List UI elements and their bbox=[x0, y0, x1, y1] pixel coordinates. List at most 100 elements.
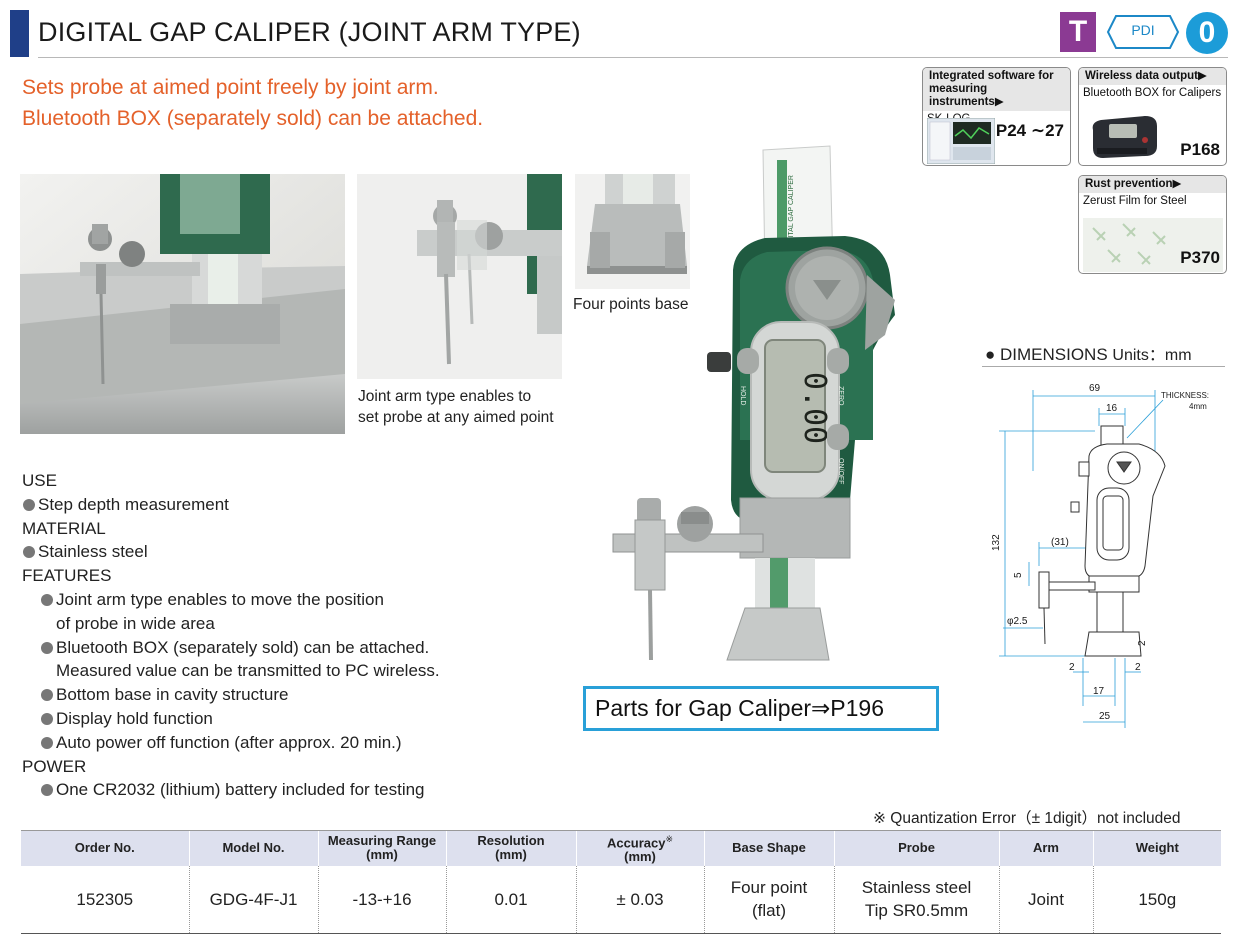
ref-box-page: P370 bbox=[1180, 248, 1220, 267]
material-item: Stainless steel bbox=[22, 540, 440, 564]
ref-box-subtitle: Zerust Film for Steel bbox=[1083, 195, 1187, 207]
feature-item: Bottom base in cavity structure bbox=[40, 683, 440, 707]
photo-main-caliper: DIGITAL GAP CALIPER 0.00 HOLD ZERO ON/OF… bbox=[605, 140, 905, 670]
cell-weight: 150g bbox=[1092, 865, 1221, 934]
parts-link-button[interactable]: Parts for Gap Caliper⇒P196 bbox=[583, 686, 939, 731]
four-points-base-illustration bbox=[575, 174, 690, 289]
tagline-line-2: Bluetooth BOX (separately sold) can be a… bbox=[22, 107, 484, 130]
header-measuring-range: Measuring Range (mm) bbox=[317, 830, 446, 866]
dim-label-25: 25 bbox=[1099, 711, 1111, 722]
dimensions-title: ● DIMENSIONS Units：mm bbox=[985, 341, 1192, 365]
tagline: Sets probe at aimed point freely by join… bbox=[22, 72, 483, 134]
photo-four-points-base bbox=[575, 174, 690, 289]
feature-item: Display hold function bbox=[40, 707, 440, 731]
cell-measuring-range: -13-+16 bbox=[317, 865, 446, 934]
page-title: DIGITAL GAP CALIPER (JOINT ARM TYPE) bbox=[38, 17, 581, 47]
ref-box-wireless[interactable]: Wireless data output▶ Bluetooth BOX for … bbox=[1078, 67, 1227, 166]
header-resolution-line-1: Resolution bbox=[477, 833, 545, 849]
onoff-button-label: ON/OFF bbox=[837, 458, 844, 484]
dimensions-drawing: 69 16 THICKNESS: 4mm 132 (31) 5 φ2.5 2 2… bbox=[991, 383, 1209, 728]
cell-probe: Stainless steel Tip SR0.5mm bbox=[833, 865, 999, 934]
dim-label-5: 5 bbox=[1013, 572, 1024, 578]
header-accuracy-mark: ※ bbox=[665, 834, 674, 845]
material-heading: MATERIAL bbox=[22, 518, 106, 538]
tagline-line-1: Sets probe at aimed point freely by join… bbox=[22, 76, 439, 99]
pdi-hexagon-outline bbox=[1106, 15, 1180, 49]
header-probe: Probe bbox=[833, 830, 999, 866]
header-resolution-unit: (mm) bbox=[495, 847, 527, 863]
power-item: One CR2032 (lithium) battery included fo… bbox=[40, 778, 440, 802]
joint-arm-caption-line-1: Joint arm type enables to bbox=[358, 388, 532, 405]
cell-arm: Joint bbox=[998, 865, 1093, 934]
header-weight: Weight bbox=[1092, 830, 1221, 866]
badge-pdi-icon: PDI bbox=[1106, 12, 1180, 52]
cell-probe-line-1: Stainless steel bbox=[861, 878, 972, 898]
joint-arm-caption-line-2: set probe at any aimed point bbox=[358, 409, 554, 426]
header-base-shape: Base Shape bbox=[703, 830, 834, 866]
feature-item: Joint arm type enables to move the posit… bbox=[40, 588, 440, 612]
cell-base-shape-line-1: Four point bbox=[730, 878, 808, 898]
ref-box-subtitle: Bluetooth BOX for Calipers bbox=[1083, 87, 1222, 99]
specifications-table: Order No. Model No. Measuring Range (mm)… bbox=[21, 830, 1221, 934]
photo-joint-arm bbox=[357, 174, 562, 379]
dim-label-17: 17 bbox=[1093, 686, 1105, 697]
dim-label-2-bottom: 2 bbox=[1135, 662, 1141, 673]
ref-box-page: P168 bbox=[1180, 140, 1220, 159]
ref-box-heading: Integrated software for measuring instru… bbox=[923, 68, 1070, 111]
feature-item-continuation: Measured value can be transmitted to PC … bbox=[56, 661, 440, 681]
dimensions-heading: ● DIMENSIONS bbox=[985, 345, 1108, 364]
header-accuracy-line-1: Accuracy※ bbox=[577, 832, 704, 850]
features-heading: FEATURES bbox=[22, 566, 112, 586]
cell-model-no: GDG-4F-J1 bbox=[188, 865, 318, 934]
bluetooth-box-icon bbox=[1092, 116, 1157, 158]
dim-label-16: 16 bbox=[1106, 403, 1118, 414]
cell-base-shape-line-2: (flat) bbox=[752, 901, 786, 921]
dim-label-132: 132 bbox=[991, 534, 1002, 551]
quantization-note: ※ Quantization Error（± 1digit）not includ… bbox=[873, 810, 1181, 827]
main-caliper-illustration: DIGITAL GAP CALIPER 0.00 HOLD ZERO ON/OF… bbox=[612, 145, 895, 661]
cell-resolution: 0.01 bbox=[445, 865, 576, 934]
header-measuring-range-unit: (mm) bbox=[366, 847, 398, 863]
cell-base-shape: Four point (flat) bbox=[703, 865, 834, 934]
dim-label-2-right: 2 bbox=[1137, 640, 1148, 646]
dim-label-69: 69 bbox=[1089, 383, 1101, 394]
header-model-no: Model No. bbox=[188, 830, 318, 866]
cell-probe-line-2: Tip SR0.5mm bbox=[864, 901, 969, 921]
power-heading: POWER bbox=[22, 756, 87, 776]
photo-step-measurement bbox=[20, 174, 345, 434]
feature-item-continuation: of probe in wide area bbox=[56, 613, 215, 633]
four-points-base-caption: Four points base bbox=[573, 296, 689, 313]
header-divider bbox=[38, 57, 1228, 58]
title-accent-bar bbox=[10, 10, 29, 57]
dim-label-thickness: THICKNESS: bbox=[1161, 391, 1209, 400]
dim-label-thickness-value: 4mm bbox=[1189, 402, 1207, 411]
use-heading: USE bbox=[22, 471, 57, 490]
dimensions-divider bbox=[982, 366, 1225, 367]
ref-box-heading: Rust prevention▶ bbox=[1079, 176, 1226, 193]
badge-o-icon: 0 bbox=[1186, 12, 1228, 54]
zerust-film-icon bbox=[1083, 218, 1223, 272]
step-measurement-illustration bbox=[20, 174, 345, 434]
header-accuracy: Accuracy※ (mm) bbox=[575, 830, 704, 866]
hold-button-label: HOLD bbox=[739, 386, 746, 405]
header-accuracy-unit: (mm) bbox=[624, 849, 656, 865]
ref-box-software[interactable]: Integrated software for measuring instru… bbox=[922, 67, 1071, 166]
table-row: 152305 GDG-4F-J1 -13-+16 0.01 ± 0.03 Fou… bbox=[21, 865, 1221, 934]
dim-label-2-left: 2 bbox=[1069, 662, 1075, 673]
ref-box-page: P24 ∼27 bbox=[995, 121, 1064, 140]
joint-arm-caption: Joint arm type enables to set probe at a… bbox=[358, 386, 554, 428]
feature-item: Bluetooth BOX (separately sold) can be a… bbox=[40, 636, 440, 660]
spec-list: USE Step depth measurement MATERIAL Stai… bbox=[22, 469, 440, 802]
use-item: Step depth measurement bbox=[22, 493, 440, 517]
table-header-row: Order No. Model No. Measuring Range (mm)… bbox=[21, 830, 1221, 866]
header-measuring-range-line-1: Measuring Range bbox=[327, 833, 437, 849]
dimensions-units: Units：mm bbox=[1112, 347, 1192, 364]
badge-pdi-label: PDI bbox=[1131, 22, 1155, 38]
joint-arm-illustration bbox=[357, 174, 562, 379]
dim-label-probe-dia: φ2.5 bbox=[1007, 616, 1028, 627]
ref-box-rust[interactable]: Rust prevention▶ Zerust Film for Steel P… bbox=[1078, 175, 1227, 274]
zero-button-label: ZERO bbox=[837, 386, 844, 406]
header-resolution: Resolution (mm) bbox=[445, 830, 576, 866]
ref-box-heading: Wireless data output▶ bbox=[1079, 68, 1226, 85]
software-screenshot-icon bbox=[927, 118, 995, 164]
